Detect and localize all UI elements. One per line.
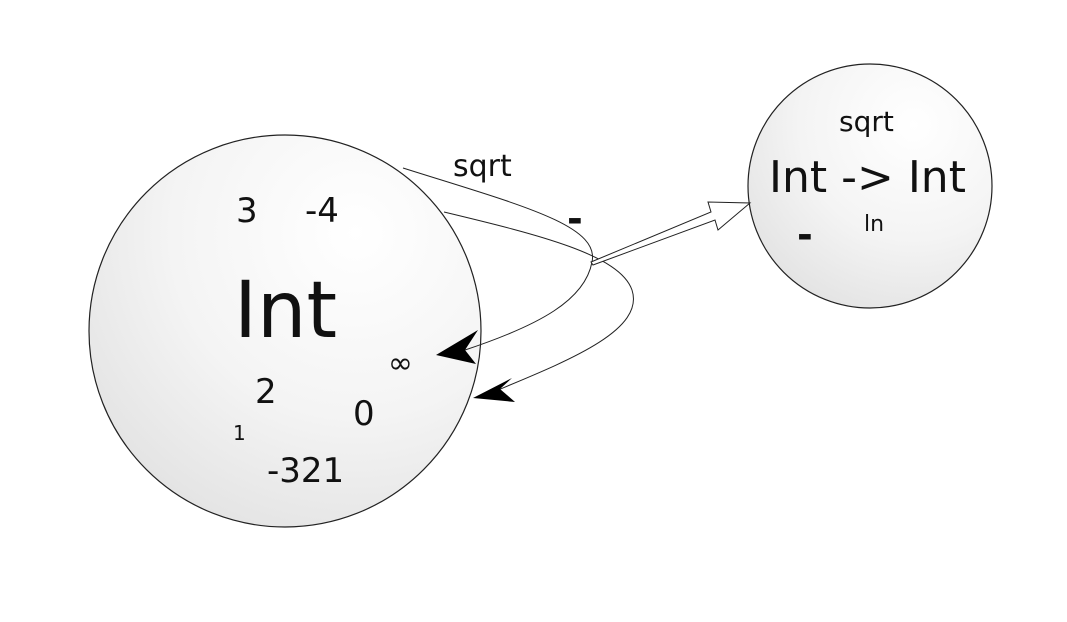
int-value-1: 1	[233, 421, 246, 445]
int-set-circle	[88, 134, 482, 528]
int-set-title: Int	[234, 266, 338, 356]
function-member-ln: ln	[864, 212, 885, 237]
int-value-2: 2	[255, 372, 277, 412]
minus-edge-curve	[443, 211, 634, 391]
int-value-infinity: ∞	[388, 346, 413, 381]
int-value-neg-321: -321	[267, 451, 345, 491]
sqrt-edge-label: sqrt	[453, 149, 512, 184]
minus-edge-arrowhead	[473, 378, 515, 402]
membership-arrow	[590, 201, 752, 266]
function-member-sqrt: sqrt	[839, 105, 894, 138]
int-value-3: 3	[236, 191, 258, 231]
function-set-circle	[747, 63, 993, 309]
int-value-neg-4: -4	[305, 191, 339, 231]
function-set-title: Int -> Int	[769, 152, 966, 203]
int-value-0: 0	[353, 394, 375, 434]
minus-edge-label: -	[567, 197, 583, 241]
sqrt-edge-arrowhead	[436, 330, 478, 364]
function-member-minus: -	[797, 213, 813, 257]
